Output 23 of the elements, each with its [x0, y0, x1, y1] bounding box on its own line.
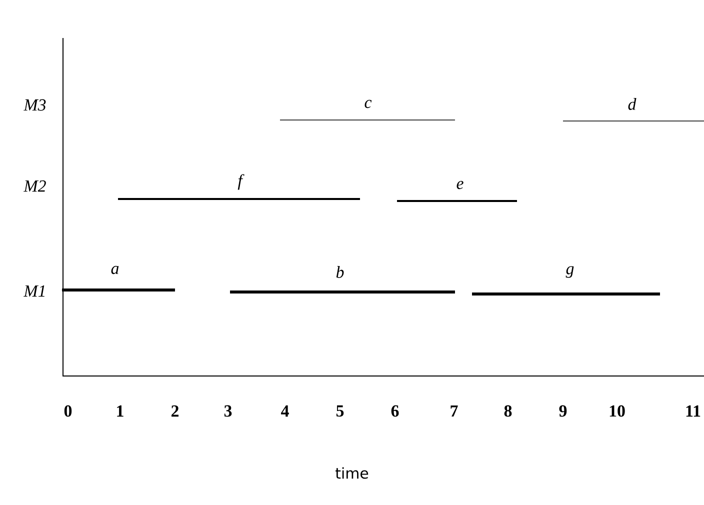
- machine-label: M2: [24, 180, 46, 192]
- machine-label: M3: [24, 99, 46, 111]
- tick-label: 3: [224, 405, 232, 417]
- tick-label: 11: [686, 405, 700, 417]
- tick-label: 2: [172, 405, 178, 417]
- task-bar: a: [62, 266, 175, 292]
- axis-label: time: [336, 467, 368, 479]
- task-bar: b: [230, 266, 455, 294]
- task-bar: e: [397, 180, 517, 202]
- task-bar: d: [562, 98, 704, 122]
- machine-label: M1: [24, 285, 44, 297]
- task-bar: f: [118, 174, 360, 200]
- tick-label: 0: [64, 405, 72, 417]
- tick-label: 10: [610, 405, 625, 417]
- tick-label: 1: [117, 405, 124, 417]
- task-bar: c: [280, 100, 456, 120]
- tick-label: 5: [336, 405, 344, 417]
- tick-label: 9: [559, 405, 567, 417]
- tick-label: 7: [450, 405, 458, 417]
- tick-label: 8: [504, 405, 512, 417]
- tick-label: 4: [281, 405, 289, 417]
- tick-label: 6: [391, 405, 399, 417]
- task-bar: g: [472, 266, 660, 296]
